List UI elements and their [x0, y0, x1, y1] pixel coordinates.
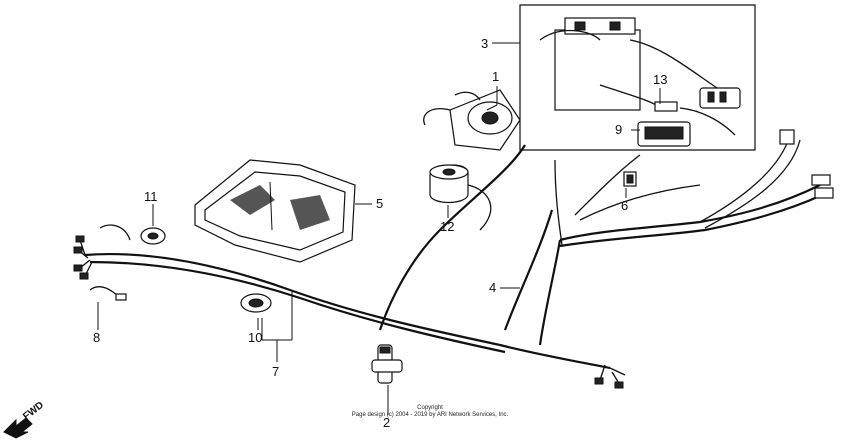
callout-8: 8 — [93, 330, 100, 345]
leader-lines — [97, 42, 661, 415]
grommet-upper — [140, 227, 166, 245]
callout-9: 9 — [615, 122, 622, 137]
battery-assembly — [519, 4, 756, 151]
battery-tray — [194, 159, 356, 263]
callout-6: 6 — [621, 198, 628, 213]
callout-1: 1 — [492, 69, 499, 84]
arrow-icon — [3, 417, 33, 439]
callout-5: 5 — [376, 196, 383, 211]
small-connector — [623, 171, 637, 187]
copyright-text: Page design (c) 2004 - 2019 by ARI Netwo… — [351, 412, 509, 418]
fwd-label: FWD — [21, 400, 46, 423]
main-harness — [84, 134, 823, 370]
left-connector-cluster — [73, 224, 131, 280]
callout-11: 11 — [144, 189, 158, 204]
callout-13: 13 — [653, 72, 667, 87]
ground-lead — [89, 286, 127, 301]
tube-joint — [371, 344, 403, 384]
condenser — [429, 164, 492, 231]
callout-3: 3 — [481, 36, 488, 51]
forward-direction-indicator: FWD — [3, 400, 46, 439]
callout-10: 10 — [248, 330, 262, 345]
ignition-coil — [423, 89, 521, 151]
callout-2: 2 — [383, 415, 390, 430]
callout-12: 12 — [440, 219, 454, 234]
grommet-lower — [240, 293, 272, 313]
callout-labels: 1 2 3 4 5 6 7 8 9 10 11 12 13 — [93, 36, 667, 430]
callout-4: 4 — [489, 280, 496, 295]
copyright-title: Copyright — [417, 405, 443, 411]
callout-7: 7 — [272, 364, 279, 379]
fuse-block — [637, 121, 691, 147]
copyright-notice: Copyright Page design (c) 2004 - 2019 by… — [340, 405, 520, 419]
right-connector-cluster — [594, 129, 834, 389]
